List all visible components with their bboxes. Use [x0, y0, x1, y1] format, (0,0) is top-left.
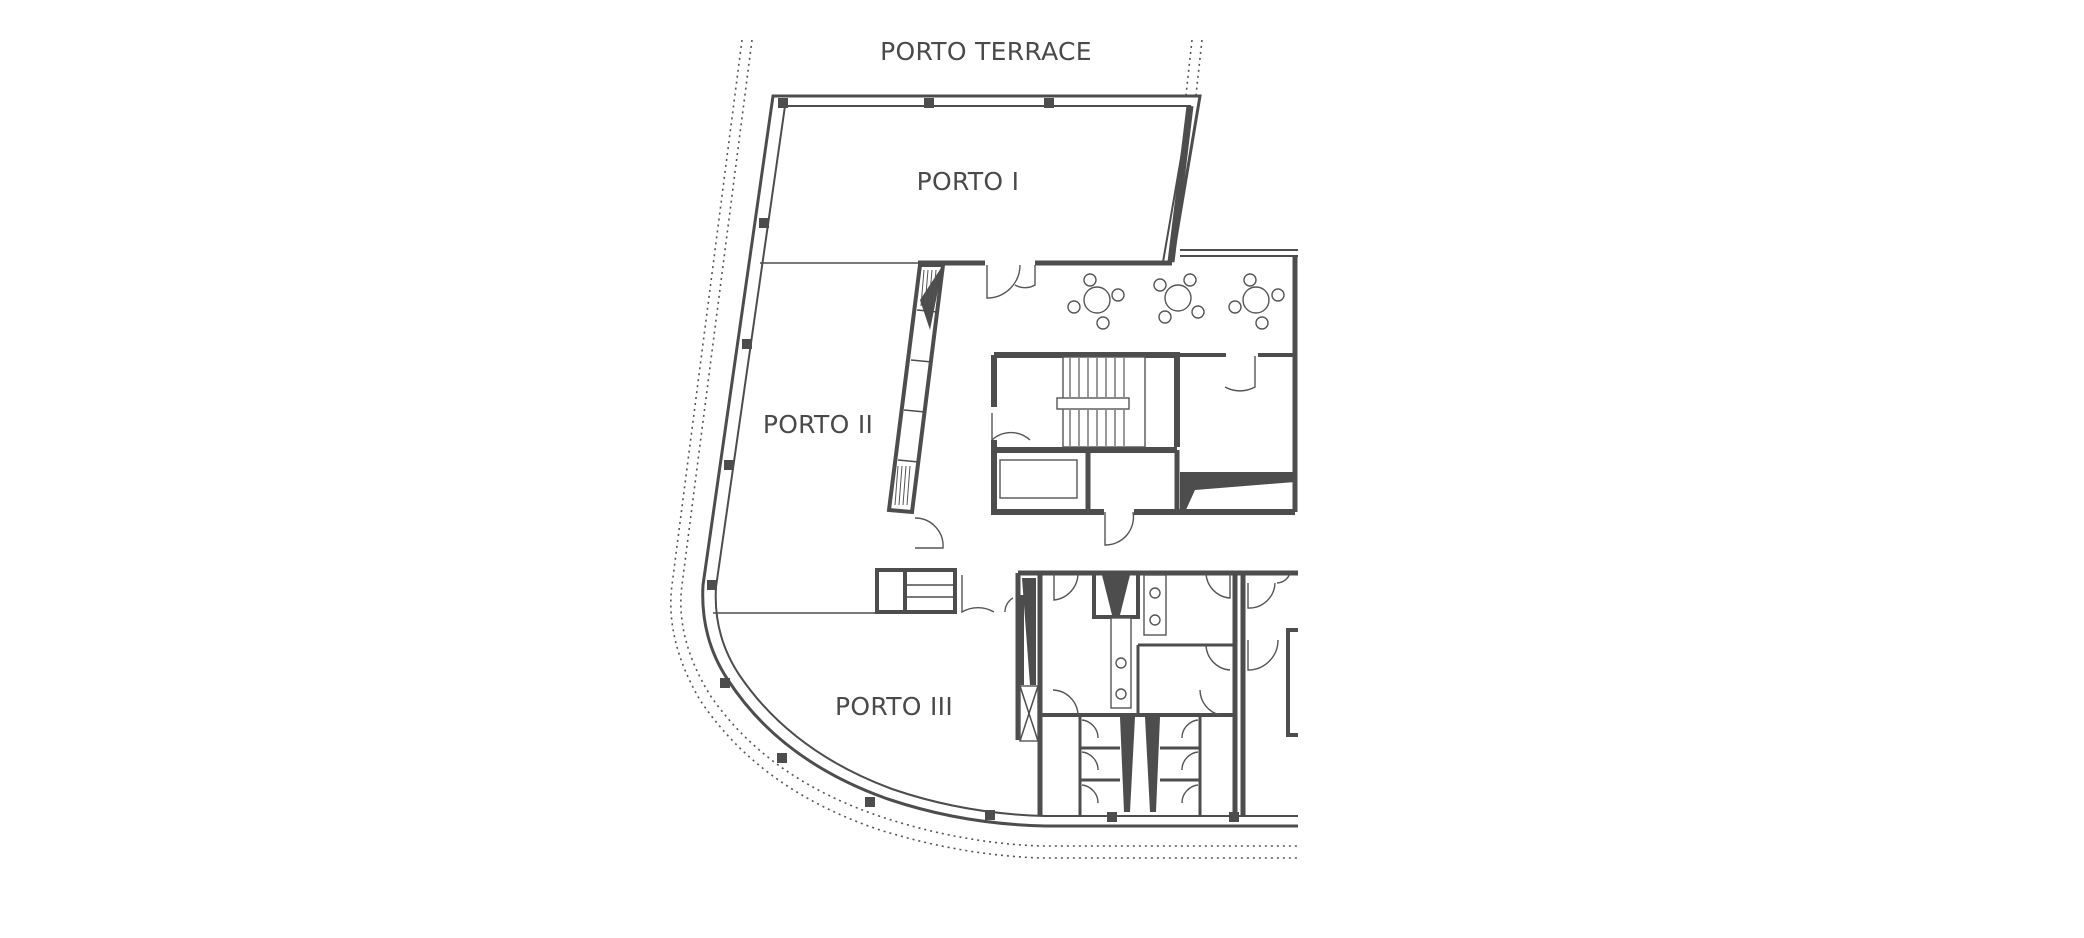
lobby-tables: [1067, 273, 1285, 330]
terrace-boundary: [670, 39, 1300, 859]
bar-counter: [875, 568, 957, 614]
outer-facade: [701, 94, 1298, 828]
stair-core: [991, 352, 1295, 515]
room-label-porto-2: PORTO II: [763, 410, 873, 439]
room-labels: PORTO TERRACE PORTO I PORTO II PORTO III: [763, 37, 1092, 721]
facade-columns: [707, 98, 1239, 822]
doors: [914, 264, 1256, 614]
restroom-block: [1015, 570, 1298, 815]
room-label-terrace: PORTO TERRACE: [880, 37, 1092, 66]
corridor-walls: [918, 249, 1298, 512]
room-label-porto-3: PORTO III: [835, 692, 953, 721]
room-label-porto-1: PORTO I: [917, 167, 1020, 196]
movable-partition: [886, 263, 946, 515]
